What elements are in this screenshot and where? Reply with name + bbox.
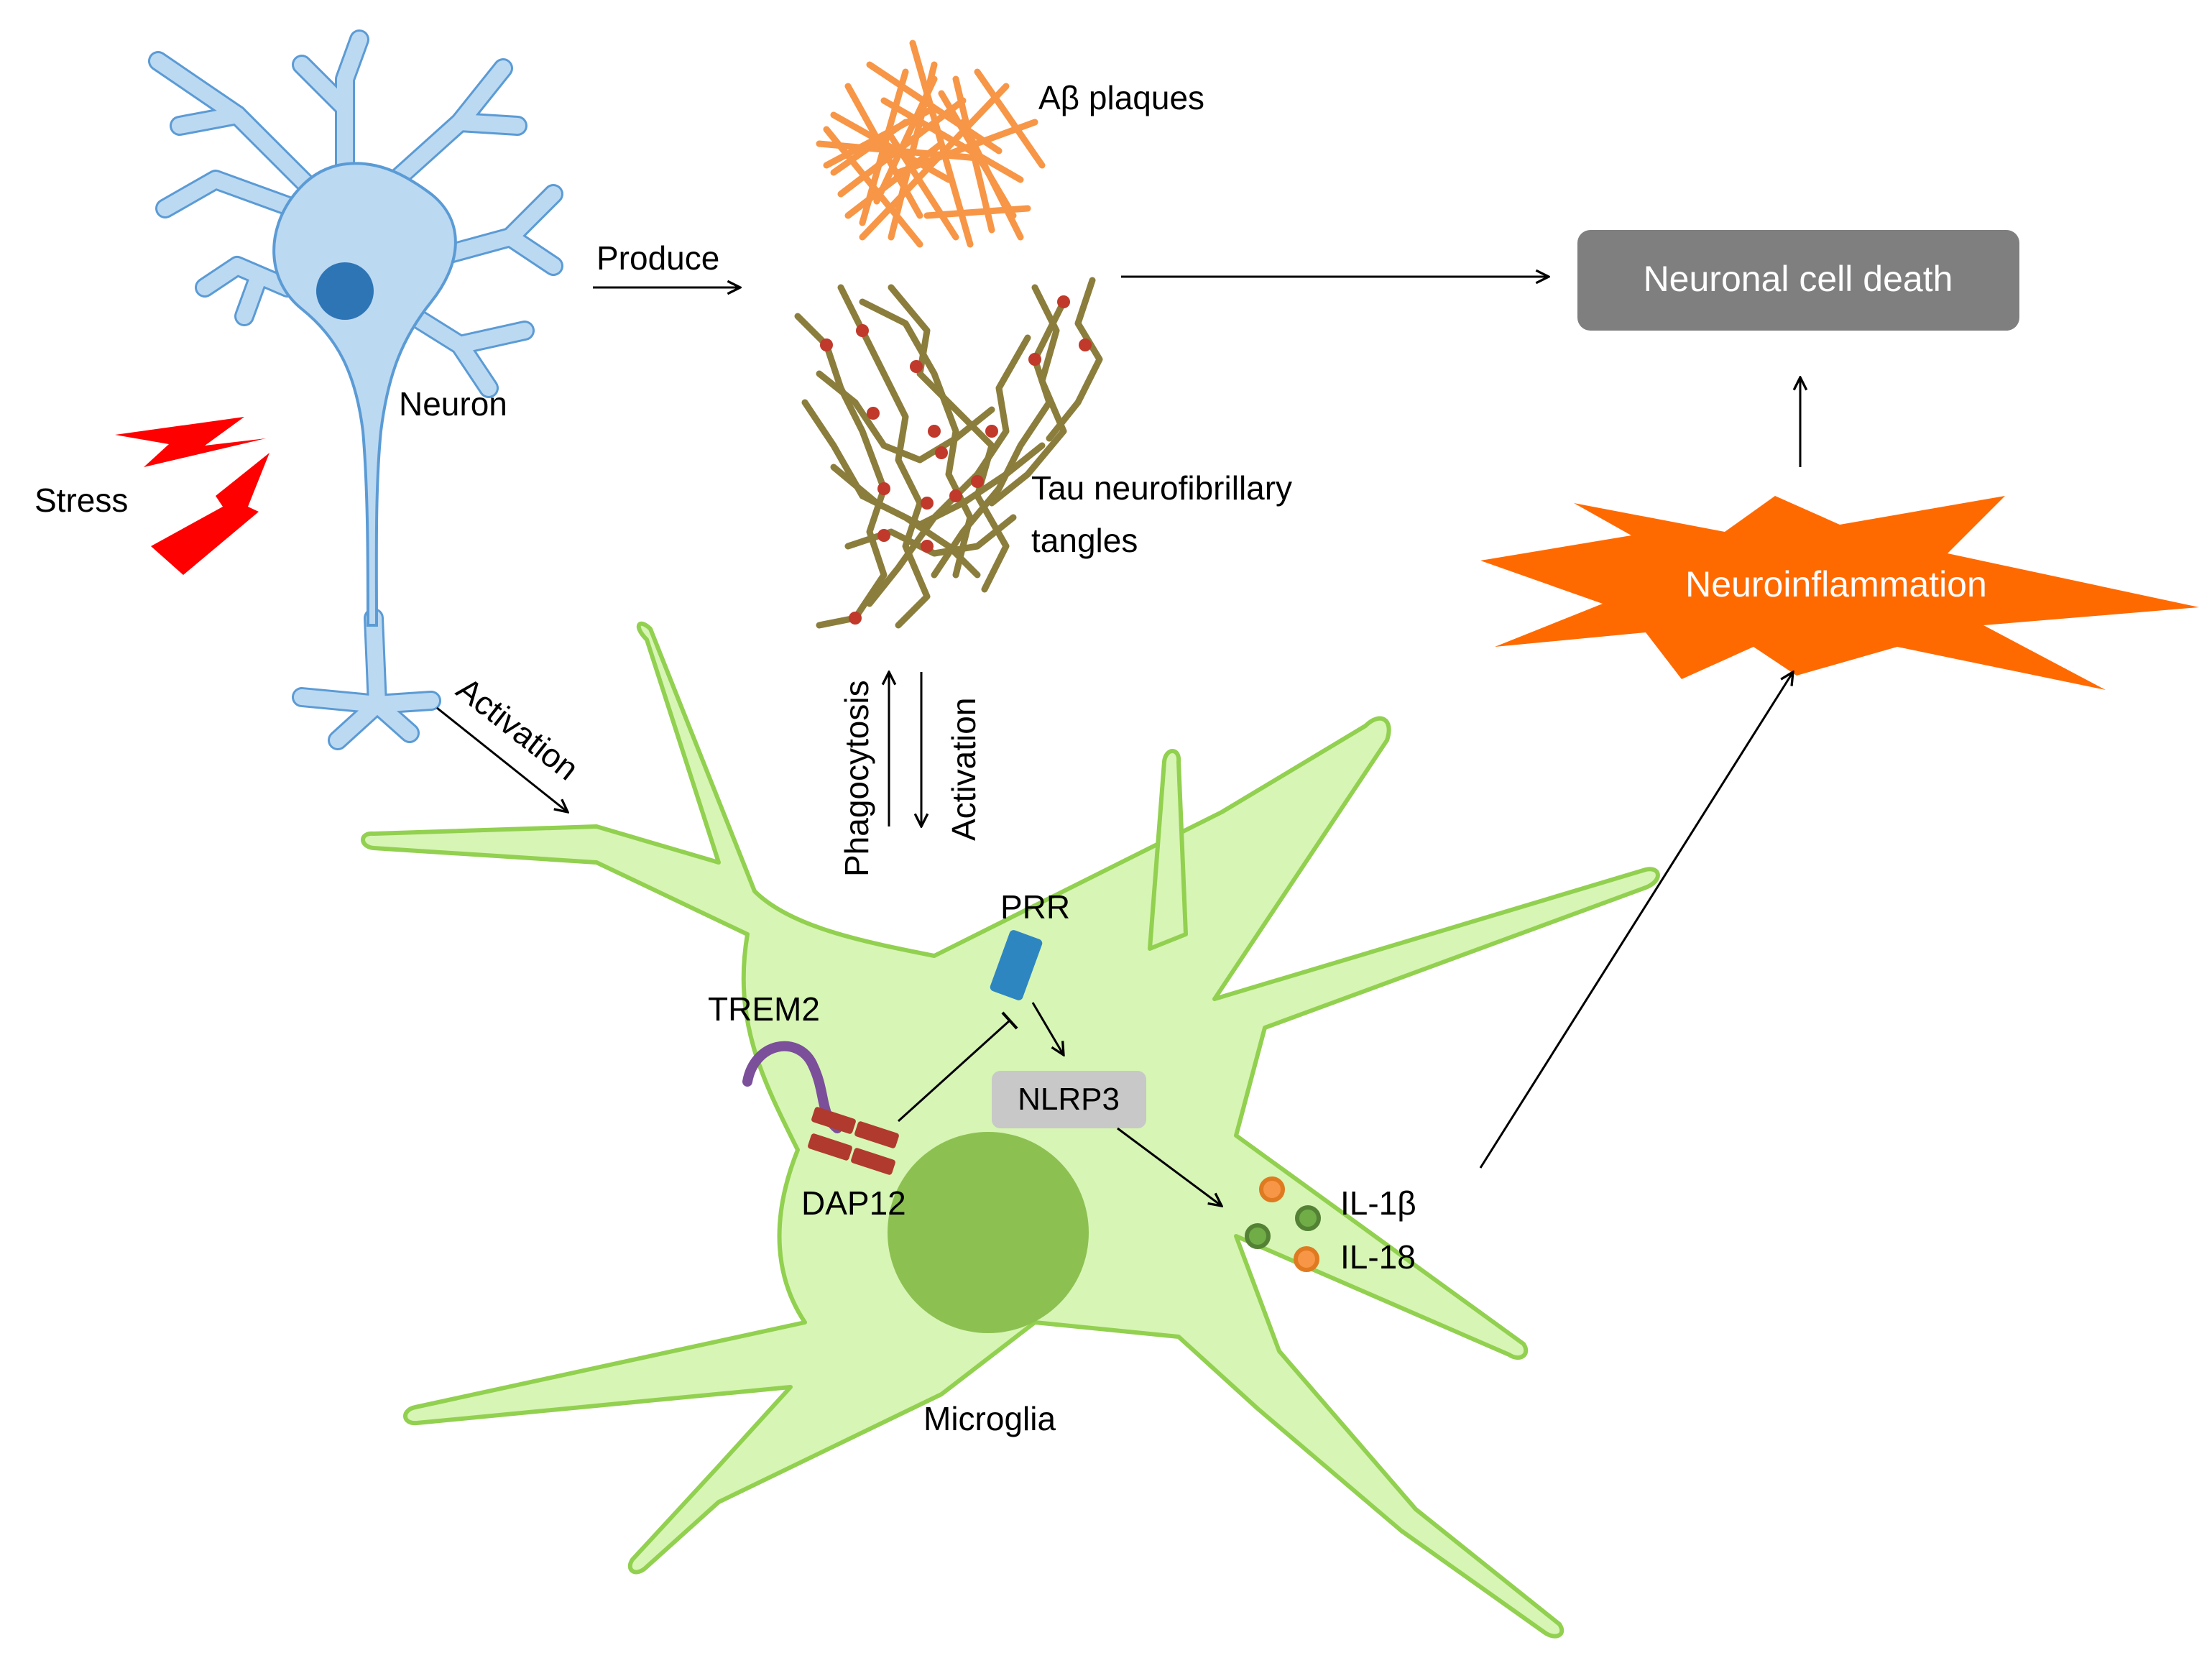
dap12-inhibition-line bbox=[897, 1011, 1018, 1123]
neuroinflammation-label: Neuroinflammation bbox=[1685, 564, 1987, 604]
trem2-label: TREM2 bbox=[708, 990, 820, 1028]
neuronal-cell-death-label: Neuronal cell death bbox=[1644, 259, 1953, 299]
il18-label: IL-18 bbox=[1340, 1238, 1416, 1276]
neuron bbox=[148, 29, 563, 750]
il1b-label: IL-1β bbox=[1340, 1184, 1416, 1222]
abeta-plaque-icon bbox=[816, 40, 1046, 248]
cytokine-icon bbox=[1294, 1246, 1319, 1272]
dap12-label: DAP12 bbox=[801, 1184, 906, 1222]
prr-label: PRR bbox=[1000, 888, 1070, 926]
neuron-label: Neuron bbox=[399, 385, 507, 423]
nlrp3-to-cytokines-arrow bbox=[1117, 1127, 1222, 1206]
neuron-nucleus bbox=[316, 262, 374, 320]
microglia-process bbox=[1148, 749, 1188, 951]
neuron-activation-arrow bbox=[436, 706, 568, 812]
dap12-icon bbox=[808, 1107, 899, 1175]
stress-bolt-icon bbox=[115, 417, 266, 467]
cytokine-icon bbox=[1259, 1176, 1285, 1202]
cytokine-icon bbox=[1245, 1223, 1271, 1249]
neuron-activation-label: Activation bbox=[450, 670, 586, 788]
produce-label: Produce bbox=[596, 239, 719, 277]
tau-label-line1: Tau neurofibrillary bbox=[1031, 469, 1292, 507]
abeta-plaques-label: Aβ plaques bbox=[1038, 79, 1204, 116]
microglia-cell bbox=[361, 621, 1660, 1639]
stress-label: Stress bbox=[34, 482, 128, 519]
tau-label-line2: tangles bbox=[1031, 522, 1138, 559]
cytokine-icon bbox=[1295, 1205, 1321, 1231]
nlrp3-box bbox=[992, 1071, 1146, 1128]
phagocytosis-label: Phagocytosis bbox=[838, 680, 875, 877]
microglia-label: Microglia bbox=[923, 1400, 1056, 1437]
tau-phospho-dots bbox=[820, 295, 1092, 625]
tau-tangle-icon bbox=[794, 277, 1103, 629]
stress-bolt-icon bbox=[151, 453, 269, 575]
cytokines-to-inflammation-arrow bbox=[1479, 672, 1793, 1169]
nlrp3-label: NLRP3 bbox=[1018, 1082, 1120, 1117]
prr-to-nlrp3-arrow bbox=[1031, 1002, 1064, 1055]
microglia-nucleus bbox=[888, 1132, 1089, 1333]
stress-bolt-icons bbox=[115, 417, 269, 575]
tau-activation-label: Activation bbox=[945, 698, 982, 841]
cytokine-icons bbox=[1245, 1176, 1321, 1272]
prr-receptor-icon bbox=[990, 930, 1043, 1000]
neuroinflammation-burst bbox=[1480, 496, 2199, 690]
neuron-dendrites bbox=[148, 29, 563, 750]
neuronal-cell-death-box bbox=[1577, 230, 2019, 331]
